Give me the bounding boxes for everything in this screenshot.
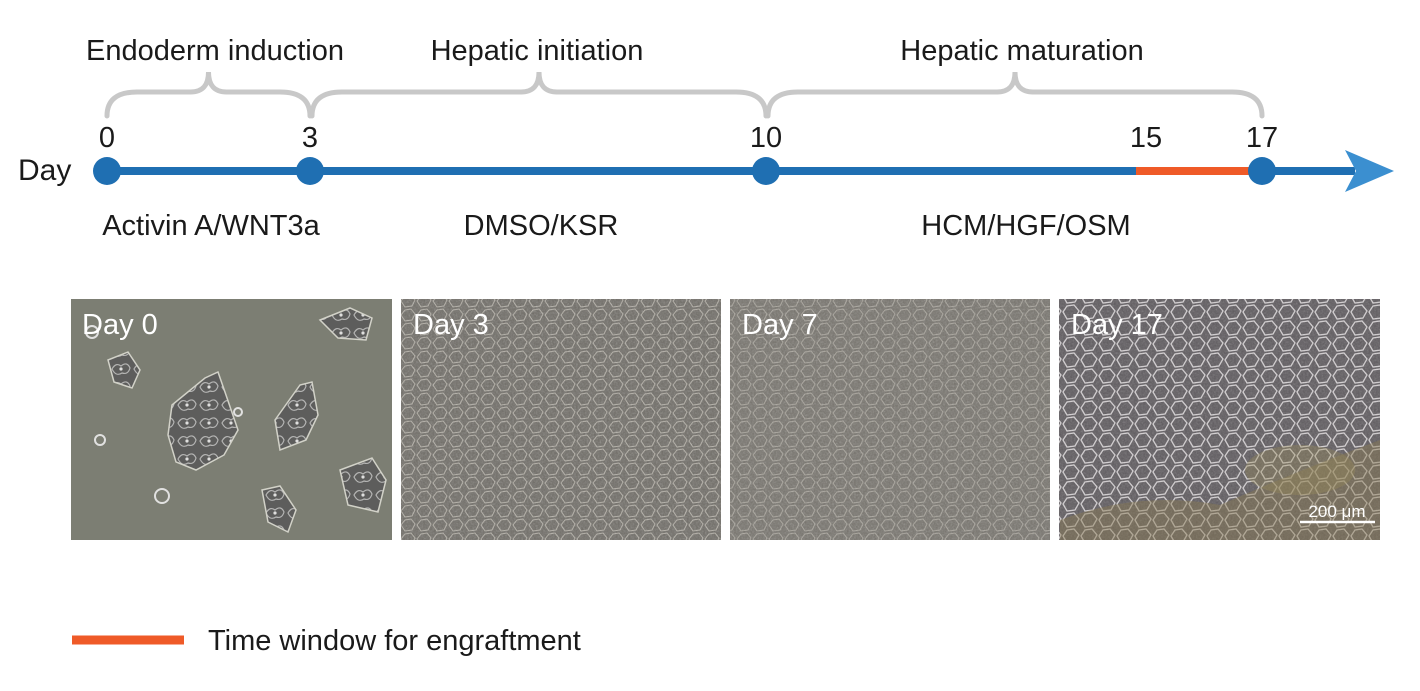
micrograph-label-day-0: Day 0 xyxy=(82,309,158,341)
timepoint-marker-day-3 xyxy=(296,157,324,185)
stage-label-hepatic-initiation: Hepatic initiation xyxy=(431,35,644,67)
stage-brace-1 xyxy=(312,72,766,116)
scale-bar-label: 200 μm xyxy=(1308,502,1365,521)
reagent-label-dmso-ksr: DMSO/KSR xyxy=(464,210,619,242)
micrograph-label-day-3: Day 3 xyxy=(413,309,489,341)
tick-label-day-3: 3 xyxy=(302,122,318,154)
day-axis-label: Day xyxy=(18,154,71,187)
stage-brace-0 xyxy=(107,72,310,116)
legend-label-engraftment: Time window for engraftment xyxy=(208,625,581,657)
stage-label-hepatic-maturation: Hepatic maturation xyxy=(900,35,1143,67)
tick-label-day-15: 15 xyxy=(1130,122,1162,154)
micrograph-label-day-17: Day 17 xyxy=(1071,309,1163,341)
stage-brace-2 xyxy=(768,72,1262,116)
tick-label-day-10: 10 xyxy=(750,122,782,154)
reagent-label-activin-wnt3a: Activin A/WNT3a xyxy=(102,210,320,242)
micrograph-label-day-7: Day 7 xyxy=(742,309,818,341)
reagent-label-hcm-hgf-osm: HCM/HGF/OSM xyxy=(921,210,1130,242)
timepoint-marker-day-17 xyxy=(1248,157,1276,185)
timepoint-marker-day-0 xyxy=(93,157,121,185)
stage-label-endoderm-induction: Endoderm induction xyxy=(86,35,344,67)
timepoint-marker-day-10 xyxy=(752,157,780,185)
tick-label-day-0: 0 xyxy=(99,122,115,154)
stage-braces xyxy=(107,72,1262,116)
tick-label-day-17: 17 xyxy=(1246,122,1278,154)
